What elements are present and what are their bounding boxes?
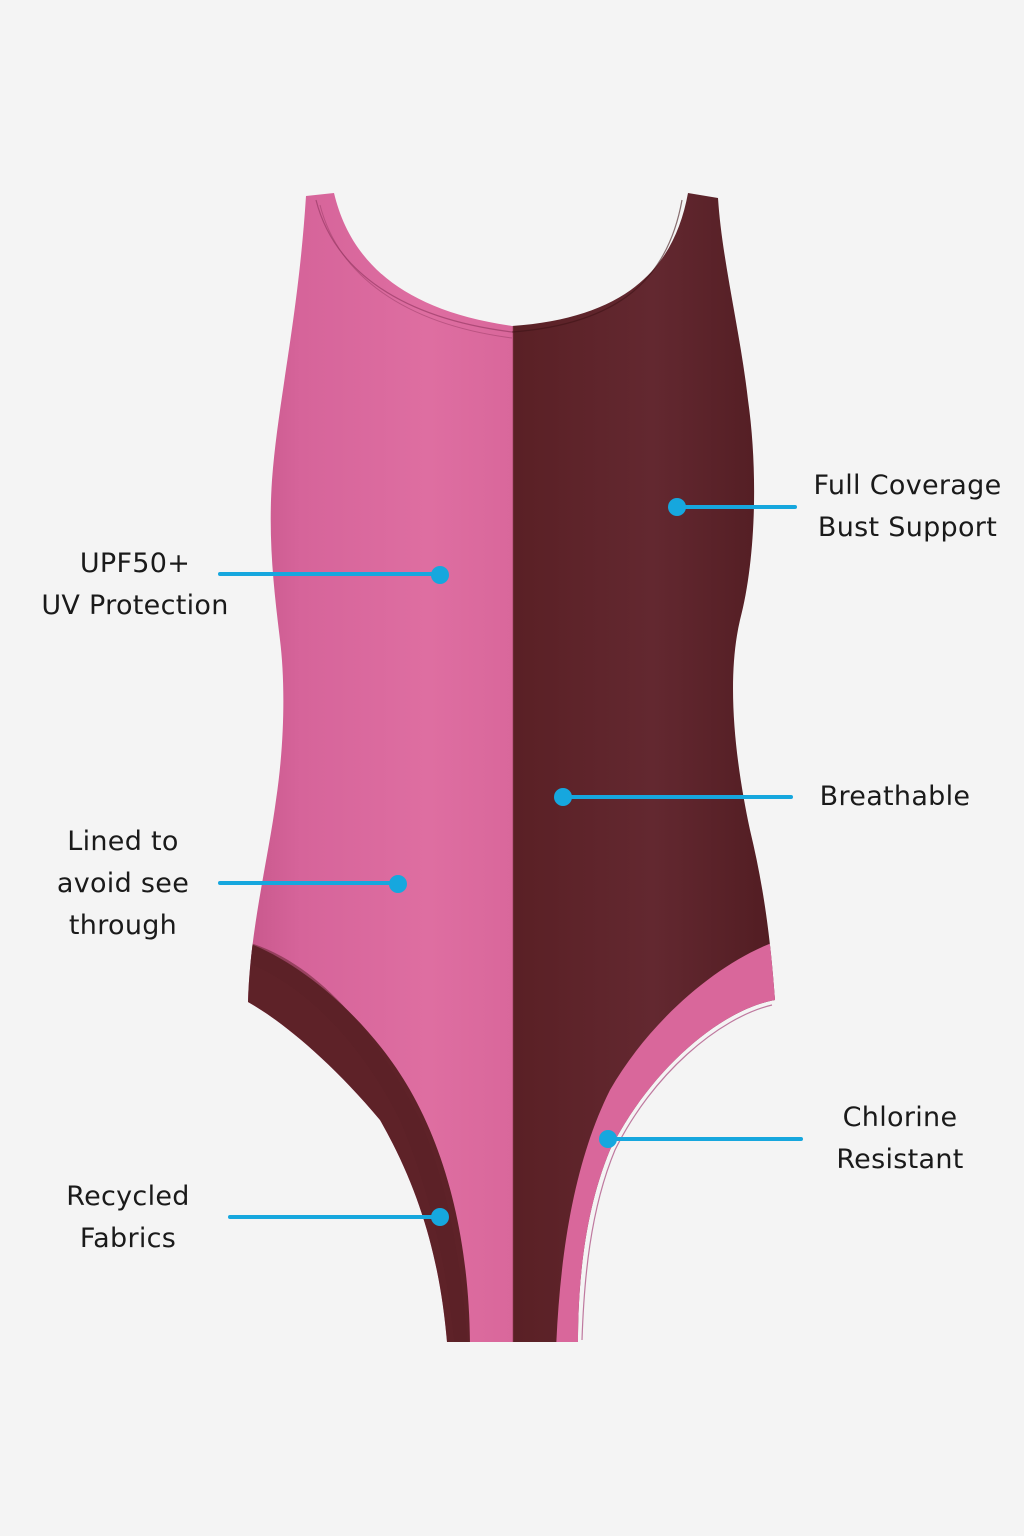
callout-label-upf: UPF50+ UV Protection — [30, 543, 240, 627]
callout-text: Full Coverage — [813, 470, 1002, 501]
callout-text: avoid see — [56, 868, 190, 899]
callout-text: Chlorine — [842, 1102, 958, 1133]
callout-line-lined — [218, 881, 398, 885]
callout-text: Bust Support — [817, 512, 998, 543]
callout-label-bust: Full Coverage Bust Support — [800, 465, 1015, 549]
callout-line-recycled — [228, 1215, 440, 1219]
callout-label-recycled: Recycled Fabrics — [38, 1176, 218, 1260]
callout-label-chlorine: Chlorine Resistant — [810, 1097, 990, 1181]
callout-line-breathable — [563, 795, 793, 799]
callout-dot-recycled — [431, 1208, 449, 1226]
callout-text: UPF50+ — [79, 548, 191, 579]
callout-dot-lined — [389, 875, 407, 893]
callout-text: through — [68, 910, 178, 941]
callout-line-chlorine — [608, 1137, 803, 1141]
callout-text: Resistant — [836, 1144, 964, 1175]
callout-text: Lined to — [67, 826, 179, 857]
callout-label-lined: Lined to avoid see through — [33, 821, 213, 947]
callout-label-breathable: Breathable — [805, 776, 985, 818]
callout-dot-bust — [668, 498, 686, 516]
callout-text: Recycled — [66, 1181, 190, 1212]
callout-line-bust — [677, 505, 797, 509]
callout-dot-breathable — [554, 788, 572, 806]
callout-text: Breathable — [819, 781, 971, 812]
callout-dot-chlorine — [599, 1130, 617, 1148]
callout-text: UV Protection — [41, 590, 229, 621]
callout-line-upf — [218, 572, 440, 576]
callout-dot-upf — [431, 566, 449, 584]
callout-text: Fabrics — [79, 1223, 177, 1254]
